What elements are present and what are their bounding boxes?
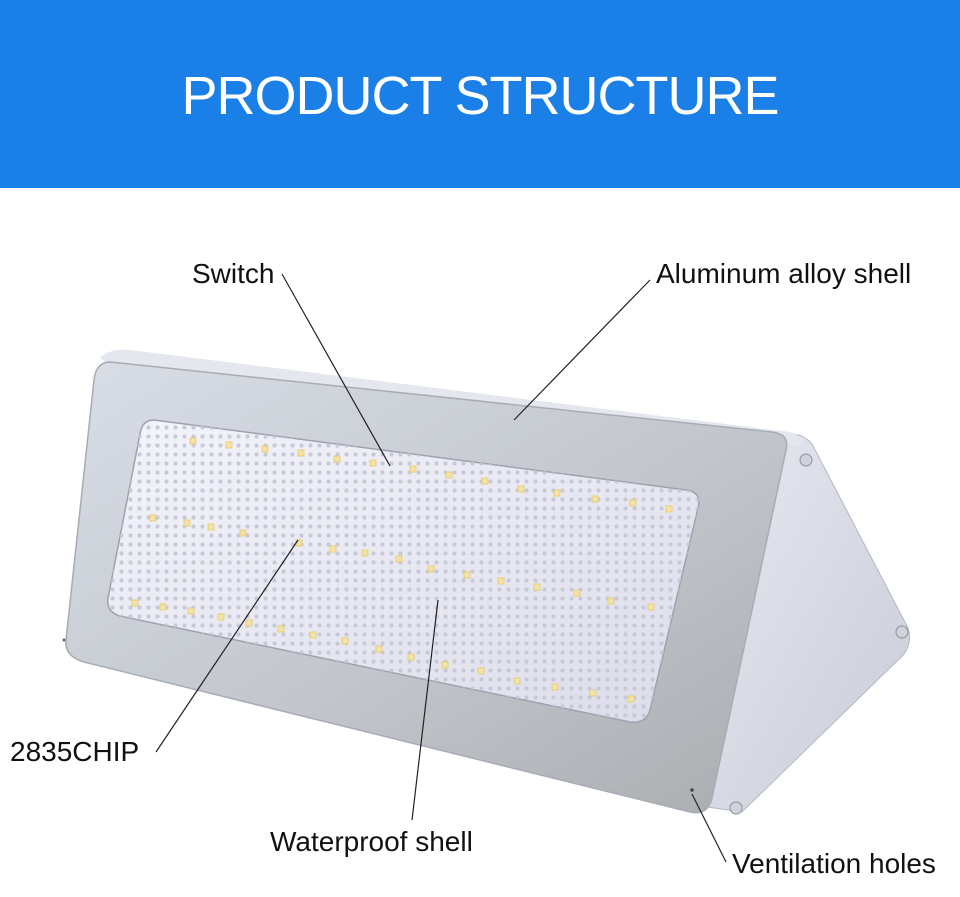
leader-waterproof: [411, 599, 439, 821]
leader-ventilation: [691, 793, 727, 863]
leader-chip: [155, 539, 299, 753]
page-title: PRODUCT STRUCTURE: [181, 66, 779, 126]
callout-ventilation-holes: Ventilation holes: [732, 848, 936, 879]
ventilation-hole: [690, 788, 694, 792]
screws: [729, 453, 909, 815]
callout-waterproof-shell: Waterproof shell: [270, 826, 473, 857]
product-illustration: [62, 273, 910, 863]
leader-shell: [513, 279, 651, 421]
header-banner: PRODUCT STRUCTURE: [0, 0, 960, 188]
led-chips: [131, 437, 673, 703]
callout-switch: Switch: [192, 258, 275, 289]
leader-switch: [281, 273, 391, 467]
callout-aluminum-shell: Aluminum alloy shell: [656, 258, 912, 289]
callout-2835chip: 2835CHIP: [10, 736, 140, 767]
